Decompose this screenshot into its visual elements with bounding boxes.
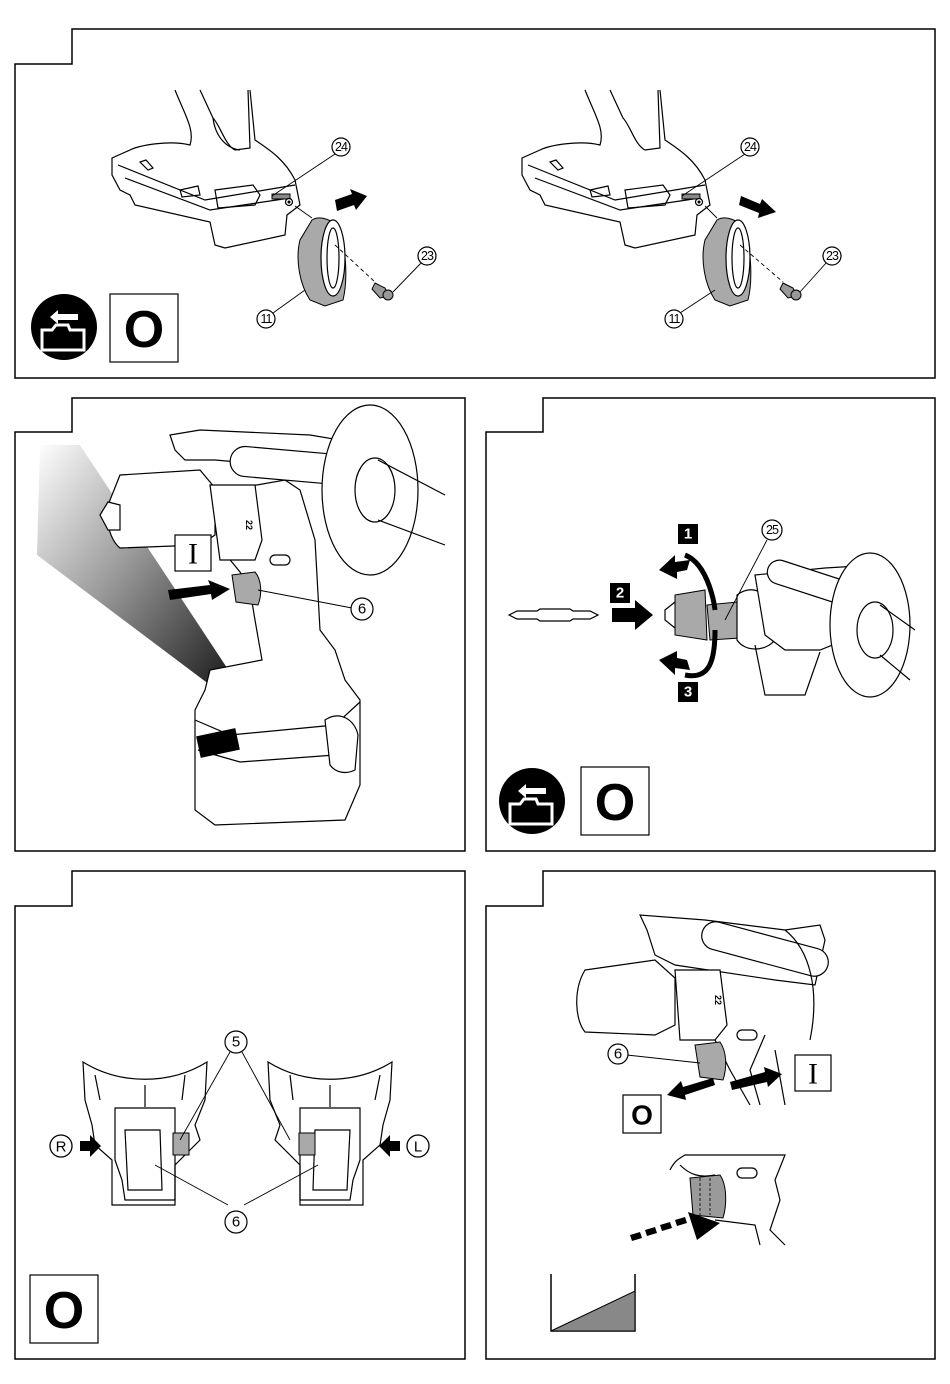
svg-text:2: 2 xyxy=(616,585,624,602)
svg-text:O: O xyxy=(124,301,164,359)
svg-text:1: 1 xyxy=(684,526,692,543)
panel-bit-install: 2 1 3 xyxy=(475,390,950,860)
press-arrow-icon xyxy=(730,1067,782,1090)
panel-belt-hook-drawing: 24 23 11 xyxy=(0,0,950,390)
switch-on-symbol: I xyxy=(795,1055,831,1091)
rotation-left-icon: L xyxy=(407,1135,429,1157)
panel-direction-lever-drawing: R L 5 6 O xyxy=(0,860,475,1384)
tool-base-left xyxy=(112,90,300,248)
svg-text:O: O xyxy=(44,1282,84,1340)
callout-6: 6 xyxy=(155,1165,318,1233)
step-1: 1 xyxy=(678,524,698,544)
svg-text:6: 6 xyxy=(358,601,366,618)
release-arrow-icon xyxy=(667,1078,715,1100)
callout-23-left: 23 xyxy=(393,247,436,292)
callout-23-right: 23 xyxy=(800,247,841,292)
svg-text:11: 11 xyxy=(261,312,273,326)
switch-off-symbol: O xyxy=(110,294,178,362)
remove-battery-icon xyxy=(499,768,565,834)
belt-hook-left xyxy=(298,218,346,306)
svg-text:L: L xyxy=(414,1139,422,1156)
chuck-sleeve xyxy=(707,602,740,640)
svg-text:22: 22 xyxy=(713,995,723,1005)
svg-text:3: 3 xyxy=(684,684,692,701)
panel-belt-hook: 24 23 11 xyxy=(0,0,950,390)
callout-6: 6 xyxy=(608,1044,700,1064)
driver-bit-icon xyxy=(509,609,598,621)
press-arrow-icon xyxy=(168,580,230,600)
switch-on-symbol: I xyxy=(175,535,211,571)
rotation-right-icon: R xyxy=(50,1135,72,1157)
switch-off-symbol: O xyxy=(30,1275,98,1343)
svg-text:25: 25 xyxy=(766,523,779,537)
svg-text:I: I xyxy=(188,538,198,571)
callout-11-right: 11 xyxy=(665,290,715,328)
svg-text:R: R xyxy=(56,1139,67,1156)
drill-upper: 22 xyxy=(577,915,832,1105)
remove-battery-icon xyxy=(31,294,97,360)
switch-off-symbol: O xyxy=(581,767,649,835)
guide-line xyxy=(295,206,312,218)
arrow-install-icon xyxy=(335,189,367,211)
svg-text:23: 23 xyxy=(421,249,434,263)
screw-23-left xyxy=(372,283,393,300)
svg-text:I: I xyxy=(808,1058,818,1091)
panel-led-light: 22 I 6 xyxy=(0,390,475,860)
switch-off-symbol: O xyxy=(623,1095,661,1133)
panel-bit-install-drawing: 2 1 3 xyxy=(475,390,950,860)
panel-direction-lever: R L 5 6 O xyxy=(0,860,475,1384)
arrow-remove-icon xyxy=(739,196,776,218)
svg-text:22: 22 xyxy=(244,520,254,530)
svg-text:24: 24 xyxy=(335,140,348,154)
svg-text:6: 6 xyxy=(232,1214,240,1231)
trigger-switch xyxy=(695,1042,726,1080)
step-2: 2 xyxy=(610,583,653,630)
svg-text:6: 6 xyxy=(614,1046,622,1063)
step-3: 3 xyxy=(678,682,698,702)
tool-base-right xyxy=(522,90,710,248)
variable-speed-icon xyxy=(551,1274,635,1331)
svg-text:O: O xyxy=(595,774,635,832)
panel-trigger-operation: 22 6 I O xyxy=(475,860,950,1384)
panel-trigger-operation-drawing: 22 6 I O xyxy=(475,860,950,1384)
push-left-arrow-icon xyxy=(379,1135,400,1157)
screw-23-right xyxy=(780,283,801,300)
callout-11-left: 11 xyxy=(257,290,305,328)
svg-text:5: 5 xyxy=(232,1034,240,1051)
svg-text:24: 24 xyxy=(744,140,757,154)
panel-led-light-drawing: 22 I 6 xyxy=(0,390,475,860)
svg-text:11: 11 xyxy=(669,312,681,326)
svg-text:O: O xyxy=(631,1100,653,1131)
drill-trigger-detail xyxy=(670,1155,785,1245)
svg-text:23: 23 xyxy=(826,249,839,263)
